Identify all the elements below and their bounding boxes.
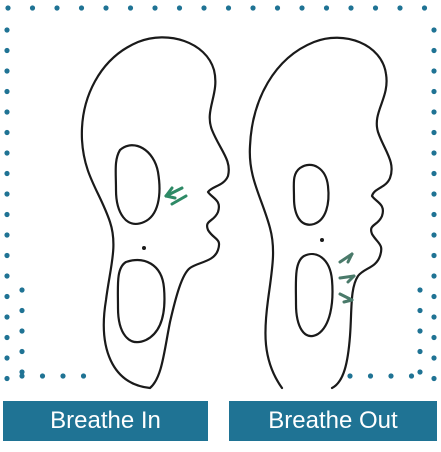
border-dot (417, 369, 422, 374)
border-dot (348, 5, 353, 10)
border-dot (4, 376, 9, 381)
border-dot (431, 212, 436, 217)
border-dot (368, 373, 373, 378)
breathe-out-chest-lung (294, 165, 329, 225)
breathe-out-figure (250, 38, 392, 388)
border-dot (4, 191, 9, 196)
border-dot (431, 130, 436, 135)
border-dot (417, 349, 422, 354)
border-dot (431, 191, 436, 196)
border-dot (4, 109, 9, 114)
border-dot (4, 232, 9, 237)
border-dot (422, 5, 427, 10)
breathe-out-label: Breathe Out (229, 401, 437, 441)
border-dot (4, 130, 9, 135)
border-dot (431, 48, 436, 53)
border-dot (19, 349, 24, 354)
breathe-out-body-outline (250, 38, 392, 388)
border-dot (4, 89, 9, 94)
border-dot (431, 335, 436, 340)
border-dot (373, 5, 378, 10)
border-dot (431, 89, 436, 94)
border-dot (5, 5, 10, 10)
border-dot (4, 27, 9, 32)
border-dot (417, 328, 422, 333)
border-dot (397, 5, 402, 10)
border-dot (431, 27, 436, 32)
border-dot (388, 373, 393, 378)
border-dot (431, 355, 436, 360)
border-dot (4, 48, 9, 53)
border-dot (4, 212, 9, 217)
border-dot (81, 373, 86, 378)
border-dot (431, 376, 436, 381)
border-dot (19, 308, 24, 313)
border-dot (324, 5, 329, 10)
border-dot (431, 294, 436, 299)
border-dot (4, 253, 9, 258)
border-dot (250, 5, 255, 10)
border-dot (4, 150, 9, 155)
border-dot (4, 171, 9, 176)
border-dot (19, 328, 24, 333)
border-dot (128, 5, 133, 10)
border-dot (177, 5, 182, 10)
breathe-in-chest-lung (116, 145, 160, 224)
breathe-in-belly-lung (118, 260, 165, 342)
inhale-arrows-icon (166, 188, 186, 204)
border-dot (152, 5, 157, 10)
breathe-in-diaphragm-marker (142, 246, 146, 250)
border-dot (431, 171, 436, 176)
border-dot (201, 5, 206, 10)
breathe-in-label: Breathe In (3, 401, 208, 441)
border-dot (431, 150, 436, 155)
border-dot (79, 5, 84, 10)
border-dot (417, 287, 422, 292)
breathe-in-figure (82, 37, 229, 388)
border-dot (431, 109, 436, 114)
border-dot (40, 373, 45, 378)
border-dot (4, 273, 9, 278)
border-dot (431, 273, 436, 278)
border-dot (30, 5, 35, 10)
border-dot (431, 314, 436, 319)
breathe-out-belly-lung (296, 254, 333, 336)
border-dot (4, 294, 9, 299)
border-dot (299, 5, 304, 10)
border-dot (226, 5, 231, 10)
dot-border (4, 5, 436, 381)
border-dot (4, 314, 9, 319)
border-dot (431, 253, 436, 258)
border-dot (103, 5, 108, 10)
border-dot (431, 232, 436, 237)
border-dot (19, 373, 24, 378)
border-dot (275, 5, 280, 10)
border-dot (4, 335, 9, 340)
border-dot (347, 373, 352, 378)
border-dot (19, 287, 24, 292)
border-dot (417, 308, 422, 313)
border-dot (60, 373, 65, 378)
border-dot (409, 373, 414, 378)
breathe-out-diaphragm-marker (320, 238, 324, 242)
border-dot (54, 5, 59, 10)
border-dot (431, 68, 436, 73)
border-dot (4, 355, 9, 360)
border-dot (4, 68, 9, 73)
